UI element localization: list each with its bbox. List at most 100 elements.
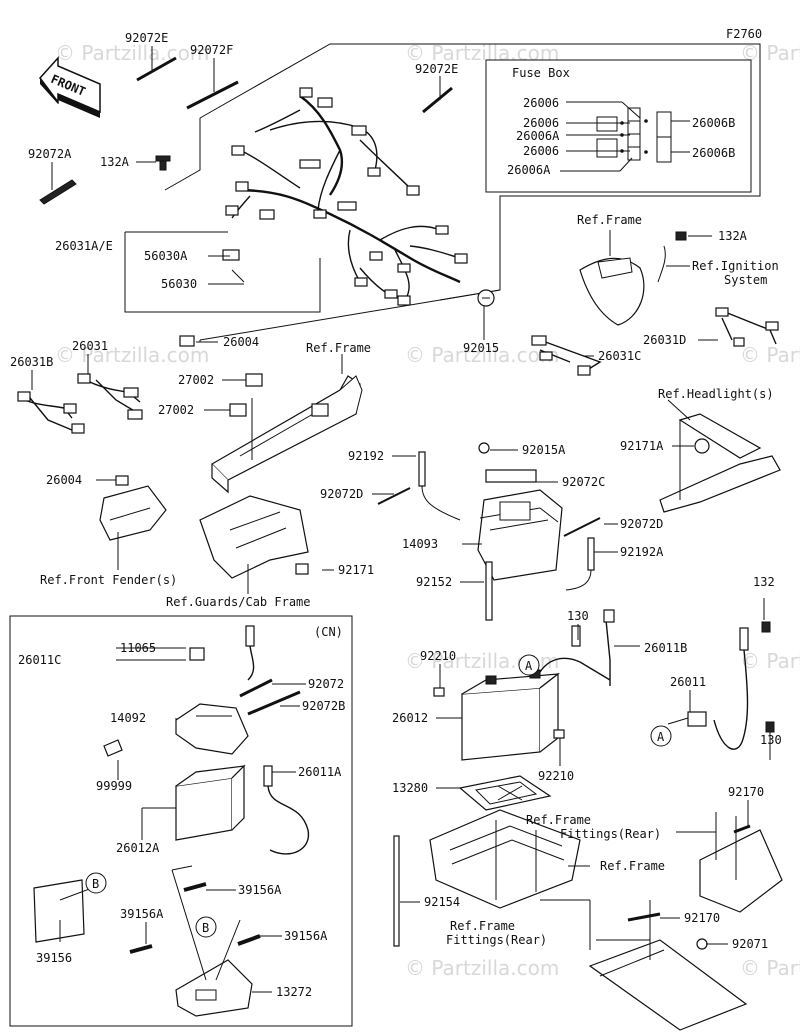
part-label: 26031 (72, 339, 108, 353)
part-label: 92192 (348, 449, 384, 463)
callout-b: B (202, 921, 209, 935)
part-label: 92192A (620, 545, 664, 559)
part-label: 26031B (10, 355, 53, 369)
ref-label: Ref.Frame (450, 919, 515, 933)
part-label: 26031C (598, 349, 641, 363)
fuse-box-title: Fuse Box (512, 66, 570, 80)
fuse-box-panel: Fuse Box 26006 26006 26006A 26006 26006A… (485, 59, 752, 193)
part-label: 92170 (728, 785, 764, 799)
guards-cab-frame (199, 495, 309, 579)
watermark: © Partzilla.com (55, 343, 209, 367)
part-label: 92152 (416, 575, 452, 589)
headlight-bracket (659, 413, 781, 513)
part-label: 11065 (120, 641, 156, 655)
part-label: 14092 (110, 711, 146, 725)
part-label: 92072D (620, 517, 663, 531)
ref-label: Fittings(Rear) (446, 933, 547, 947)
part-label: 92072D (320, 487, 363, 501)
callouts: A A B B (85, 654, 672, 938)
part-label: 26011 (670, 675, 706, 689)
front-fender (99, 475, 167, 541)
fuse-label: 26006 (523, 96, 559, 110)
part-label: 26012 (392, 711, 428, 725)
watermark: © Partzilla.com (740, 956, 800, 980)
ref-label: Fittings(Rear) (560, 827, 661, 841)
fuse-label: 26006A (507, 163, 551, 177)
fuse-label: 26006B (692, 116, 735, 130)
part-label: 132A (100, 155, 130, 169)
part-label: 132 (753, 575, 775, 589)
fuse-label: 26006 (523, 116, 559, 130)
front-arrow: FRONT (39, 56, 101, 118)
watermark: © Partzilla.com (740, 649, 800, 673)
callout-b: B (92, 877, 99, 891)
watermark: © Partzilla.com (740, 343, 800, 367)
figure-code: F2760 (726, 27, 762, 41)
fuse-label: 26006 (523, 144, 559, 158)
part-label: 13272 (276, 985, 312, 999)
harness-frame-lines (124, 43, 761, 342)
battery-box (377, 442, 601, 621)
part-label: 26031D (643, 333, 686, 347)
part-label: 92170 (684, 911, 720, 925)
part-label: 92072E (415, 62, 458, 76)
frame-member-middle (211, 375, 363, 494)
ref-label: Ref.Frame (306, 341, 371, 355)
part-label: 92072C (562, 475, 605, 489)
cn-label: (CN) (314, 625, 343, 639)
frame-bracket-right (531, 231, 779, 376)
part-label: 27002 (158, 403, 194, 417)
top-left-parts (39, 56, 495, 347)
reference-labels: Ref.Frame Ref.Ignition System Ref.Frame … (40, 213, 779, 947)
part-label: 26011A (298, 765, 342, 779)
part-labels: 92072E 92072F 92072E 92072A 132A 26031A/… (10, 31, 782, 999)
part-label: 92072B (302, 699, 345, 713)
part-label: 130 (760, 733, 782, 747)
watermark: © Partzilla.com (405, 956, 559, 980)
ref-label: Ref.Front Fender(s) (40, 573, 177, 587)
battery-main (433, 609, 615, 761)
part-label: 26012A (116, 841, 160, 855)
rear-fittings (588, 816, 783, 1031)
ref-label: Ref.Guards/Cab Frame (166, 595, 311, 609)
part-label: 92015A (522, 443, 566, 457)
part-label: 92072A (28, 147, 72, 161)
ref-label: Ref.Frame (600, 859, 665, 873)
main-wiring-harness (225, 87, 468, 306)
part-label: 92210 (420, 649, 456, 663)
ref-label: Ref.Frame (526, 813, 591, 827)
watermark: © Partzilla.com (55, 41, 209, 65)
part-label: 39156A (120, 907, 164, 921)
part-label: 56030 (161, 277, 197, 291)
part-label: 92210 (538, 769, 574, 783)
battery-frame-rack (393, 809, 581, 947)
part-label: 26004 (223, 335, 259, 349)
fuse-label: 26006B (692, 146, 735, 160)
part-label: 13280 (392, 781, 428, 795)
part-label: 26011C (18, 653, 61, 667)
part-label: 39156A (284, 929, 328, 943)
ref-label: System (724, 273, 767, 287)
part-label: 26004 (46, 473, 82, 487)
leader-lines (31, 46, 771, 993)
part-label: 92171A (620, 439, 664, 453)
part-label: 132A (718, 229, 748, 243)
watermark: © Partzilla.com (405, 343, 559, 367)
fuse-label: 26006A (516, 129, 560, 143)
part-label: 26011B (644, 641, 687, 655)
part-label: 130 (567, 609, 589, 623)
part-label: 56030A (144, 249, 188, 263)
part-label: 39156A (238, 883, 282, 897)
callout-a: A (657, 730, 665, 744)
part-label: 14093 (402, 537, 438, 551)
part-label: 92171 (338, 563, 374, 577)
ref-label: Ref.Ignition (692, 259, 779, 273)
ref-label: Ref.Headlight(s) (658, 387, 774, 401)
ref-label: Ref.Frame (577, 213, 642, 227)
part-label: 92071 (732, 937, 768, 951)
part-label: 99999 (96, 779, 132, 793)
part-label: 92072 (308, 677, 344, 691)
part-label: 92072F (190, 43, 233, 57)
callout-a: A (525, 659, 533, 673)
